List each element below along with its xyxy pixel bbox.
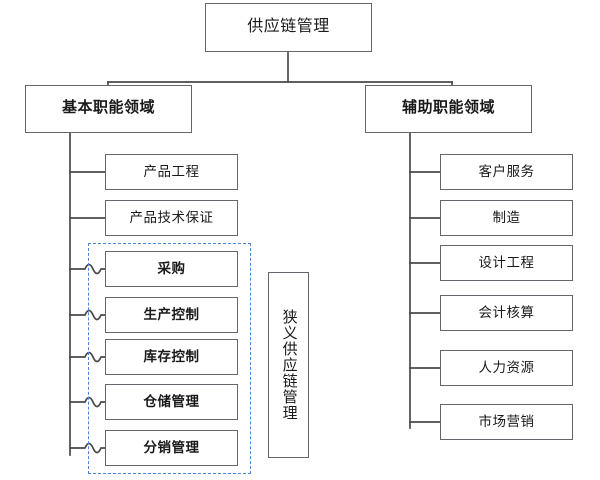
node-label: 产品技术保证 [129, 210, 214, 226]
node-accounting[interactable]: 会计核算 [440, 295, 573, 331]
node-warehouse-management[interactable]: 仓储管理 [105, 384, 238, 420]
node-inventory-control[interactable]: 库存控制 [105, 339, 238, 375]
node-supply-chain-management[interactable]: 供应链管理 [205, 3, 372, 52]
node-manufacturing[interactable]: 制造 [440, 200, 573, 236]
node-product-technology-assurance[interactable]: 产品技术保证 [105, 200, 238, 236]
node-design-engineering[interactable]: 设计工程 [440, 245, 573, 281]
node-label: 客户服务 [478, 164, 535, 180]
node-label: 会计核算 [478, 305, 535, 321]
node-label: 设计工程 [478, 255, 535, 271]
node-label: 库存控制 [143, 349, 200, 365]
node-label: 仓储管理 [143, 394, 200, 410]
node-product-engineering[interactable]: 产品工程 [105, 154, 238, 190]
node-procurement[interactable]: 采购 [105, 251, 238, 287]
node-label: 采购 [157, 261, 186, 277]
node-label: 狭义供应链管理 [280, 309, 297, 421]
node-label: 基本职能领域 [61, 100, 155, 117]
node-basic-functional-areas[interactable]: 基本职能领域 [25, 85, 192, 133]
node-label: 市场营销 [478, 414, 535, 430]
node-label: 分销管理 [143, 440, 200, 456]
node-narrow-sense-supply-chain-management[interactable]: 狭义供应链管理 [268, 272, 309, 458]
node-auxiliary-functional-areas[interactable]: 辅助职能领域 [365, 85, 532, 133]
node-label: 产品工程 [143, 164, 200, 180]
node-label: 辅助职能领域 [401, 100, 495, 117]
node-distribution-management[interactable]: 分销管理 [105, 430, 238, 466]
node-label: 制造 [492, 210, 521, 226]
node-marketing[interactable]: 市场营销 [440, 404, 573, 440]
node-human-resources[interactable]: 人力资源 [440, 350, 573, 386]
node-production-control[interactable]: 生产控制 [105, 297, 238, 333]
node-label: 生产控制 [143, 307, 200, 323]
node-label: 供应链管理 [247, 18, 330, 36]
node-customer-service[interactable]: 客户服务 [440, 154, 573, 190]
node-label: 人力资源 [478, 360, 535, 376]
